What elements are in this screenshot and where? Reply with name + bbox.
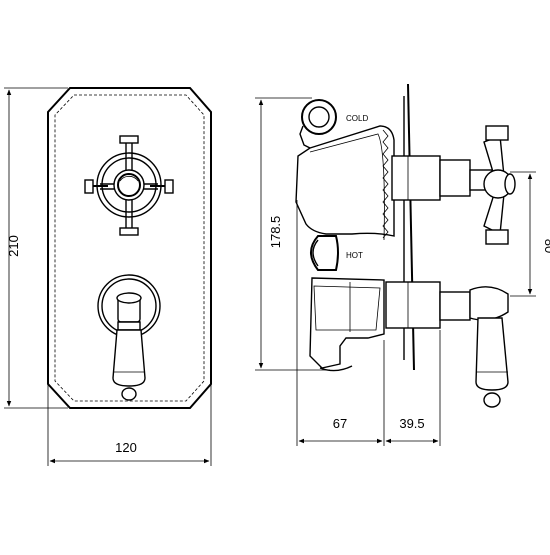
cold-inlet	[299, 99, 337, 149]
side-height-dimension: 178.5	[255, 97, 330, 371]
valve-body-lower	[309, 277, 385, 369]
front-width-dimension: 120	[47, 384, 212, 466]
hot-inlet	[310, 235, 339, 271]
lower-spindle	[385, 281, 509, 408]
flow-control-cross-handle	[84, 135, 174, 236]
front-plate	[47, 87, 212, 409]
front-height-dimension: 210	[4, 87, 68, 409]
valve-body-serration	[382, 129, 389, 239]
trim-depth-value: 39.5	[399, 416, 424, 431]
height-value: 210	[6, 235, 21, 257]
cold-label: COLD	[346, 114, 368, 123]
width-value: 120	[115, 440, 137, 455]
spindle-gap-value: 80	[542, 239, 550, 253]
front-view	[47, 87, 212, 409]
hot-label: HOT	[346, 251, 363, 260]
body-depth-value: 67	[333, 416, 347, 431]
front-plate-inner-border	[54, 94, 205, 402]
upper-spindle	[391, 125, 516, 245]
valve-body-upper	[295, 125, 395, 237]
spindle-gap-dimension: 80	[510, 171, 550, 297]
depth-dimensions: 67 39.5	[296, 200, 441, 446]
temperature-lever-handle	[97, 274, 161, 401]
side-view: COLD HOT	[295, 83, 516, 408]
side-height-value: 178.5	[268, 216, 283, 249]
